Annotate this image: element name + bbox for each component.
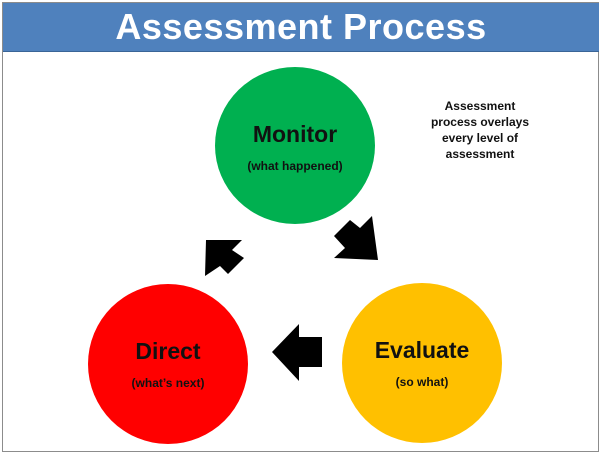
evaluate-circle: Evaluate (so what)	[342, 283, 502, 443]
monitor-sublabel: (what happened)	[247, 159, 343, 173]
evaluate-sublabel: (so what)	[395, 374, 449, 389]
arrow-evaluate-to-direct	[272, 324, 322, 381]
title-bar: Assessment Process	[3, 3, 599, 52]
direct-label: Direct	[135, 337, 201, 364]
direct-circle: Direct (what’s next)	[88, 284, 248, 444]
monitor-circle: Monitor (what happened)	[215, 67, 375, 224]
arrow-direct-to-monitor	[205, 240, 244, 276]
direct-sublabel: (what’s next)	[131, 375, 205, 390]
arrow-monitor-to-evaluate	[334, 216, 378, 260]
overlay-note: Assessment process overlays every level …	[430, 99, 530, 161]
evaluate-label: Evaluate	[374, 336, 470, 363]
monitor-label: Monitor	[252, 121, 338, 147]
page-title: Assessment Process	[115, 6, 487, 47]
